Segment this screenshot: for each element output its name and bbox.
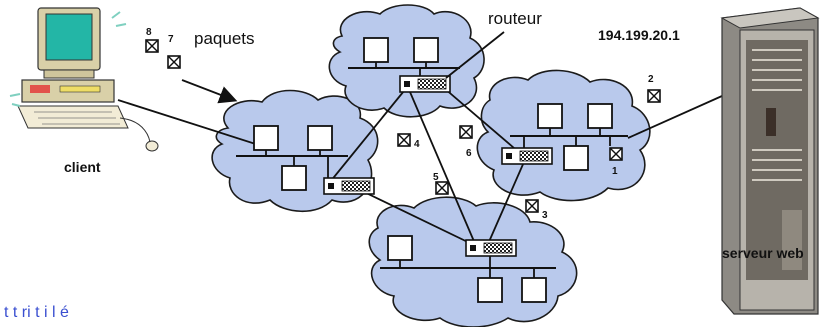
server-icon xyxy=(720,7,820,315)
bottom-network xyxy=(380,235,556,303)
link-left-router-top-router xyxy=(329,85,409,183)
packet-number-3: 3 xyxy=(542,210,548,221)
label-paquets: paquets xyxy=(194,29,255,48)
caption-text: t t ri t i l é xyxy=(4,304,69,321)
packet-icon xyxy=(459,125,473,139)
left-network xyxy=(236,125,348,191)
link-top-router-bottom-router xyxy=(409,91,477,247)
router-left xyxy=(323,177,375,195)
packet-number-8: 8 xyxy=(146,27,152,38)
link-server-right-network xyxy=(627,95,723,139)
packet-icon xyxy=(647,89,661,103)
arrow-icon xyxy=(181,79,238,104)
packet-icon xyxy=(525,199,539,213)
routeur-pointer xyxy=(445,31,505,79)
link-left-router-bottom-router xyxy=(359,189,477,247)
computer-icon xyxy=(9,7,159,152)
packet-number-2: 2 xyxy=(648,74,654,85)
packet-icon xyxy=(167,55,181,69)
packet-icon xyxy=(145,39,159,53)
packet-number-1: 1 xyxy=(612,166,618,177)
packet-number-7: 7 xyxy=(168,34,174,45)
packet-number-5: 5 xyxy=(433,172,439,183)
packet-icon xyxy=(397,133,411,147)
link-top-router-right-router xyxy=(443,87,515,149)
top-network xyxy=(348,37,460,76)
label-client: client xyxy=(64,159,101,175)
network-cloud-top xyxy=(328,4,485,118)
link-right-router-bottom-router xyxy=(487,161,525,245)
router-right xyxy=(501,147,553,165)
label-ip-address: 194.199.20.1 xyxy=(598,27,680,43)
packet-number-4: 4 xyxy=(414,139,420,150)
router-top xyxy=(399,75,451,93)
link-client-left-network xyxy=(117,99,263,147)
packet-number-6: 6 xyxy=(466,148,472,159)
label-routeur: routeur xyxy=(488,9,542,28)
packet-icon xyxy=(609,147,623,161)
router-bottom xyxy=(465,239,517,257)
label-server: serveur web xyxy=(722,245,804,261)
packet-icon xyxy=(435,181,449,195)
right-network xyxy=(510,103,628,171)
